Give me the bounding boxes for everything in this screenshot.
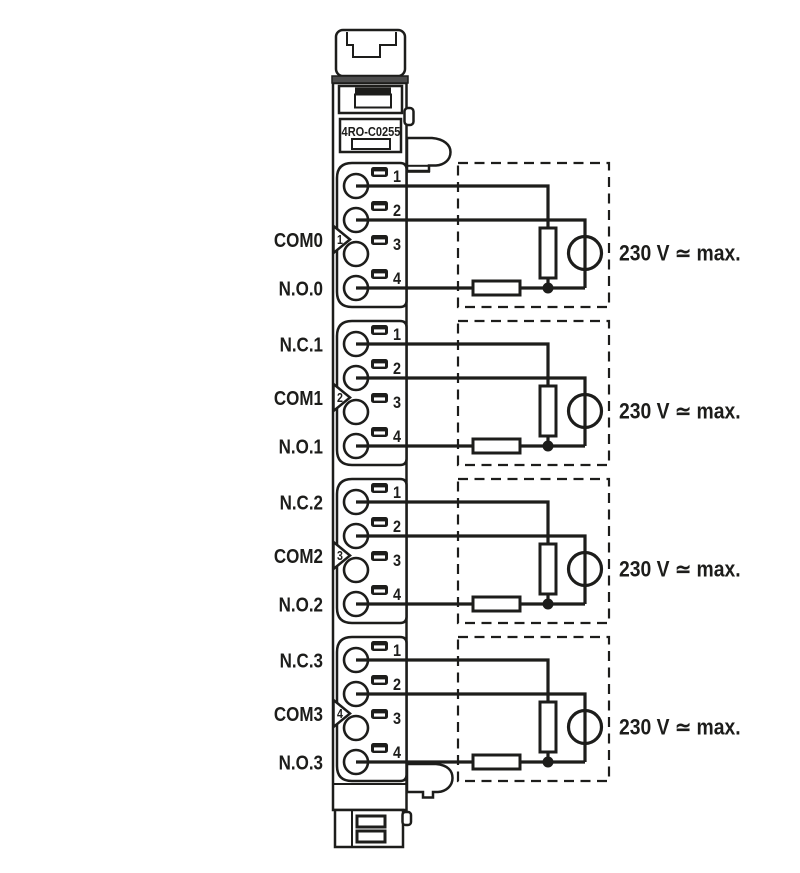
- terminal-number: 3: [393, 552, 401, 570]
- terminal-number: 4: [393, 744, 401, 762]
- terminal-number: 1: [393, 326, 401, 344]
- relay-groups-layer: 1 2 3 4 1 COM0 N.O.0 230 V ≃ max.: [274, 161, 741, 783]
- channel-marker-number: 2: [337, 391, 343, 405]
- wire-terminal2-to-source: [356, 376, 587, 446]
- status-led-icons: [371, 325, 388, 437]
- terminal-contact-3: [342, 398, 370, 426]
- com-contact-label: COM1: [274, 387, 323, 410]
- voltage-rating-label: 230 V ≃ max.: [619, 241, 741, 265]
- load-resistor: [538, 542, 558, 596]
- terminal-number: 3: [393, 394, 401, 412]
- wire-terminal2-to-source: [356, 692, 587, 762]
- junction-dot: [542, 282, 554, 294]
- terminal-number: 4: [393, 270, 401, 288]
- nc-contact-label: N.C.1: [280, 333, 323, 356]
- no-contact-label: N.O.1: [279, 435, 323, 458]
- channel-marker-number: 3: [337, 549, 343, 563]
- ac-source-icon: [566, 550, 604, 588]
- ac-source-icon: [566, 392, 604, 430]
- terminal-contact-3: [342, 556, 370, 584]
- no-contact-label: N.O.2: [279, 593, 323, 616]
- com-contact-label: COM2: [274, 545, 323, 568]
- channel-marker-arrow: [332, 223, 352, 256]
- series-resistor: [471, 437, 522, 455]
- junction-dot: [542, 440, 554, 452]
- status-led-icons: [371, 483, 388, 595]
- bottom-contact-bar: [355, 814, 387, 829]
- top-release-hook: [405, 136, 452, 173]
- circuit-dashed-box: [456, 477, 611, 625]
- terminal-number: 1: [393, 168, 401, 186]
- series-resistor: [471, 595, 522, 613]
- bottom-contact-bar: [355, 829, 387, 844]
- com-contact-label: COM0: [274, 229, 323, 252]
- series-resistor: [471, 279, 522, 297]
- series-resistor: [471, 753, 522, 771]
- terminal-number: 4: [393, 428, 401, 446]
- terminal-number: 2: [393, 518, 401, 536]
- junction-dot: [542, 756, 554, 768]
- terminal-number: 2: [393, 360, 401, 378]
- channel-marker-arrow: [332, 381, 352, 414]
- channel-marker-arrow: [332, 697, 352, 730]
- voltage-rating-label: 230 V ≃ max.: [619, 399, 741, 423]
- nc-contact-label: N.C.3: [280, 649, 323, 672]
- relay-group: 1 2 3 4 2 N.C.1 COM1 N.O.1 230 V ≃ max.: [274, 319, 741, 467]
- latch-window: [354, 93, 392, 109]
- housing-band: [331, 75, 409, 84]
- channel-marker-number: 4: [337, 707, 343, 721]
- voltage-rating-label: 230 V ≃ max.: [619, 715, 741, 739]
- voltage-rating-label: 230 V ≃ max.: [619, 557, 741, 581]
- terminal-number: 4: [393, 586, 401, 604]
- bus-contact-bump: [403, 106, 415, 127]
- wire-terminal2-to-source: [356, 534, 587, 604]
- circuit-dashed-box: [456, 161, 611, 309]
- load-resistor: [538, 384, 558, 438]
- terminal-number: 3: [393, 710, 401, 728]
- junction-dot: [542, 598, 554, 610]
- terminal-contact-3: [342, 240, 370, 268]
- terminal-number: 2: [393, 676, 401, 694]
- com-contact-label: COM3: [274, 703, 323, 726]
- nc-contact-label: N.C.2: [280, 491, 323, 514]
- status-led-icons: [371, 641, 388, 753]
- top-clip-notch: [346, 32, 397, 58]
- circuit-dashed-box: [456, 319, 611, 467]
- terminal-number: 3: [393, 236, 401, 254]
- terminal-number: 1: [393, 642, 401, 660]
- terminal-number: 1: [393, 484, 401, 502]
- latch-slot: [355, 87, 391, 95]
- status-led-icons: [371, 167, 388, 279]
- type-label-window: [351, 138, 391, 150]
- bottom-release-hook: [405, 762, 454, 799]
- terminal-contact-3: [342, 714, 370, 742]
- channel-marker-arrow: [332, 539, 352, 572]
- circuit-dashed-box: [456, 635, 611, 783]
- relay-group: 1 2 3 4 3 N.C.2 COM2 N.O.2 230 V ≃ max.: [274, 477, 741, 625]
- module-type-label: 4RO-C0255: [342, 124, 401, 139]
- ac-source-icon: [566, 234, 604, 272]
- no-contact-label: N.O.0: [279, 277, 323, 300]
- terminal-number: 2: [393, 202, 401, 220]
- no-contact-label: N.O.3: [279, 751, 323, 774]
- load-resistor: [538, 226, 558, 280]
- wire-terminal2-to-source: [356, 218, 587, 288]
- ac-source-icon: [566, 708, 604, 746]
- relay-group: 1 2 3 4 1 COM0 N.O.0 230 V ≃ max.: [274, 161, 741, 309]
- load-resistor: [538, 700, 558, 754]
- relay-group: 1 2 3 4 4 N.C.3 COM3 N.O.3 230 V ≃ max.: [274, 635, 741, 783]
- bottom-bus-bump: [401, 810, 413, 827]
- channel-marker-number: 1: [337, 233, 343, 247]
